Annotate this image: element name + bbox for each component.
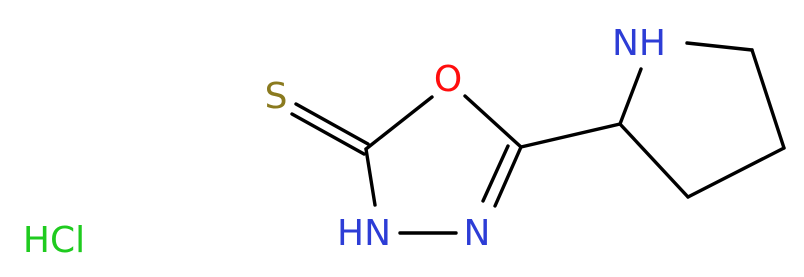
- bond-c-o: [364, 95, 434, 151]
- bond-c4prime-c3prime: [686, 146, 786, 199]
- atom-label-nh-pyrrolidine: NH: [612, 23, 666, 64]
- bond-nh-c5prime: [685, 41, 754, 52]
- atom-label-oxygen: O: [434, 59, 462, 100]
- bond-n-c-double-outer: [493, 145, 523, 208]
- atom-label-nh-ring: HN: [337, 213, 391, 254]
- bond-c-s-double-outer: [294, 102, 370, 146]
- bond-n-c-double-inner: [481, 144, 510, 203]
- bond-c2prime-nh: [618, 67, 643, 126]
- bond-c5prime-c4prime: [750, 48, 786, 150]
- salt-label-hcl: HCl: [23, 220, 85, 261]
- atom-label-sulfur: S: [265, 76, 288, 117]
- bond-c5-c2prime: [519, 122, 622, 149]
- bond-c3prime-c2prime: [618, 122, 690, 199]
- atom-label-n-ring: N: [464, 213, 491, 254]
- bond-c-nh: [364, 147, 377, 207]
- bond-c-s-double-inner: [290, 112, 366, 156]
- bond-o-c: [463, 94, 523, 149]
- bonds: [290, 41, 786, 235]
